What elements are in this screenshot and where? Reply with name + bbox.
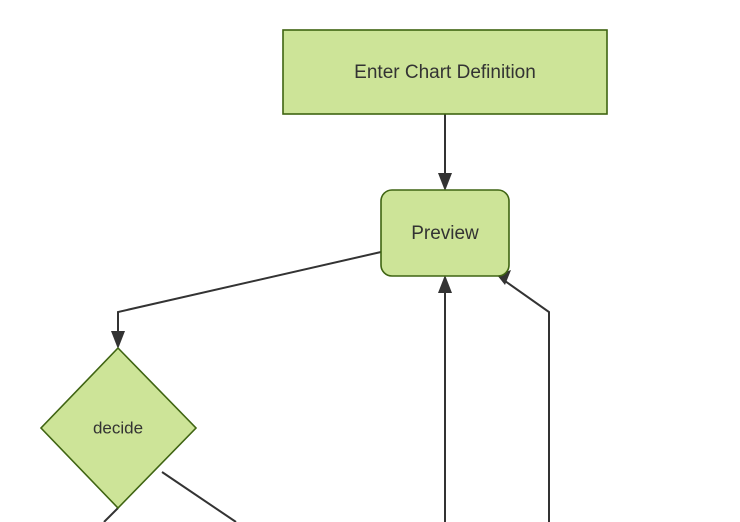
node-enter-chart-definition-label: Enter Chart Definition bbox=[354, 62, 536, 83]
edge-enter-to-preview-arrowhead bbox=[438, 173, 452, 191]
node-enter-chart-definition-shape[interactable] bbox=[282, 29, 608, 115]
edge-decide-out-bottom bbox=[103, 507, 119, 522]
node-preview-shape[interactable] bbox=[380, 189, 510, 277]
node-decide-label: decide bbox=[93, 418, 143, 437]
node-decide-shape[interactable] bbox=[39, 346, 198, 510]
edge-preview-to-decide-line bbox=[117, 251, 382, 339]
edge-enter-to-preview bbox=[438, 114, 452, 191]
edge-decide-out-right bbox=[161, 471, 237, 522]
node-preview[interactable]: Preview bbox=[380, 189, 510, 277]
edge-return-center-to-preview-arrowhead bbox=[438, 275, 452, 293]
edge-decide-out-right-line bbox=[161, 471, 237, 522]
node-enter-chart-definition[interactable]: Enter Chart Definition bbox=[282, 29, 608, 115]
node-decide[interactable]: decide bbox=[39, 346, 198, 510]
edge-preview-to-decide bbox=[111, 251, 382, 349]
edge-return-right-to-preview bbox=[497, 270, 550, 522]
edge-return-right-to-preview-line bbox=[504, 280, 550, 522]
edge-return-center-to-preview bbox=[438, 275, 452, 522]
node-preview-label: Preview bbox=[411, 223, 479, 244]
edge-preview-to-decide-arrowhead bbox=[111, 331, 125, 349]
edge-decide-out-bottom-line bbox=[103, 507, 119, 522]
